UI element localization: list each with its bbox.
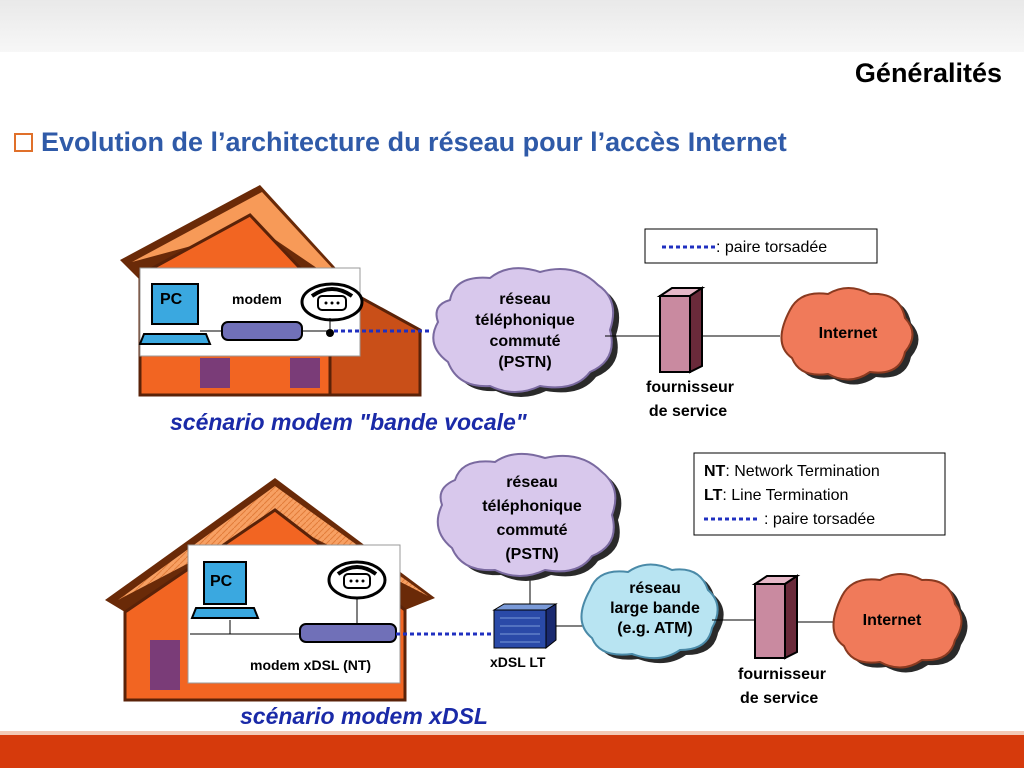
footer-bar: [0, 735, 1024, 768]
caption-top: scénario modem "bande vocale": [170, 409, 528, 435]
legend-pair-bottom: : paire torsadée: [764, 511, 875, 528]
modem-label: modem: [232, 291, 282, 307]
telephone-icon: [327, 560, 387, 600]
modem-icon: [299, 623, 397, 643]
pstn-label-3: commuté: [489, 333, 560, 350]
server-icon: [656, 286, 706, 374]
top-band: [0, 0, 1024, 52]
headline-row: Evolution de l’architecture du réseau po…: [14, 127, 787, 158]
legend-lt-abbr: LT: [704, 487, 723, 504]
broadband-label-2: large bande: [610, 600, 700, 617]
telephone-icon: [300, 282, 364, 322]
pc-label-bottom: PC: [210, 573, 233, 590]
bullet-square-icon: [14, 133, 33, 152]
legend-top: : paire torsadée: [644, 228, 878, 264]
internet-label: Internet: [819, 325, 878, 342]
svg-text:NT: Network Termination: NT: Network Termination: [704, 463, 880, 480]
legend-bottom: NT: Network Termination LT: Line Termina…: [693, 452, 946, 536]
pstn-bottom-label-3: commuté: [496, 522, 567, 539]
svg-text:LT: Line Termination: LT: Line Termination: [704, 487, 848, 504]
legend-lt-text: : Line Termination: [722, 487, 848, 504]
pc-label: PC: [160, 291, 183, 308]
modem-xdsl-label: modem xDSL (NT): [250, 657, 371, 673]
provider-bottom-label-2: de service: [740, 690, 818, 707]
internet-cloud-icon: [832, 573, 968, 673]
pstn-label-2: téléphonique: [475, 312, 575, 329]
slide-title: Généralités: [854, 58, 1002, 88]
footer-accent-line: [0, 731, 1024, 735]
pc-icon: [190, 561, 260, 619]
cloud-icon: [436, 452, 622, 581]
legend-pair-label: : paire torsadée: [716, 239, 827, 256]
pstn-label-4: (PSTN): [498, 354, 551, 371]
caption-bottom: scénario modem xDSL: [240, 703, 488, 729]
legend-nt-text: : Network Termination: [725, 463, 879, 480]
provider-label-1: fournisseur: [646, 379, 734, 396]
internet-bottom-label: Internet: [863, 612, 922, 629]
modem-icon: [221, 321, 303, 341]
xdsl-lt-icon: [492, 603, 558, 650]
internet-cloud-icon: [780, 287, 919, 385]
server-icon: [751, 574, 801, 660]
pc-icon: [138, 283, 212, 345]
pstn-label-1: réseau: [499, 291, 551, 308]
pstn-bottom-label-2: téléphonique: [482, 498, 582, 515]
broadband-cloud-icon: [580, 563, 724, 664]
provider-label-2: de service: [649, 403, 727, 420]
cloud-icon: [432, 267, 620, 397]
pstn-bottom-label-1: réseau: [506, 474, 558, 491]
legend-nt-abbr: NT: [704, 463, 726, 480]
provider-bottom-label-1: fournisseur: [738, 666, 826, 683]
broadband-label-3: (e.g. ATM): [617, 620, 693, 637]
pstn-bottom-label-4: (PSTN): [505, 546, 558, 563]
xdsl-lt-label: xDSL LT: [490, 654, 546, 670]
broadband-label-1: réseau: [629, 580, 681, 597]
headline: Evolution de l’architecture du réseau po…: [41, 127, 787, 157]
